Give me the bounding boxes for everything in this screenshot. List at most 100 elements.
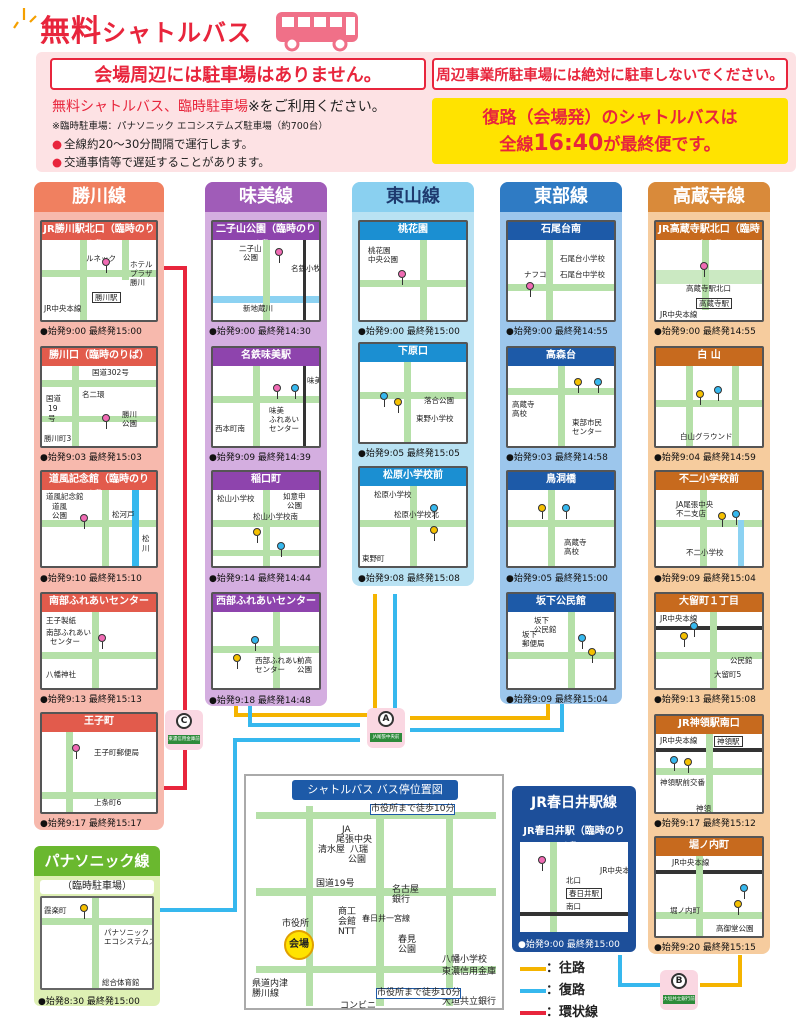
return-arrow-icon xyxy=(520,988,546,993)
bus-stop-pin xyxy=(700,262,708,277)
stop-card[interactable]: 桃花園 桃花園 中央公園 xyxy=(358,220,468,322)
bus-stop-pin xyxy=(714,386,722,401)
stop-card[interactable]: 大留町１丁目 JR中央本線 公民館 大留町5 xyxy=(654,592,764,690)
ajiyoshi-line-title: 味美線 xyxy=(205,182,327,212)
stop-time: 始発9:09 最終発14:39 xyxy=(209,450,311,463)
stop-card[interactable]: 松原小学校前 松原小学校 松原小学校北 東野町 xyxy=(358,466,468,568)
bus-stop-pin xyxy=(394,398,402,413)
stop-map: 春日井駅 北口 南口 JR中央本線 xyxy=(520,842,628,932)
stop-time: 始発9:00 最終発14:55 xyxy=(506,324,608,337)
stop-card[interactable]: JR春日井駅（臨時のりば） 春日井駅 北口 南口 JR中央本線 xyxy=(518,822,630,934)
bus-stop-pin xyxy=(277,542,285,557)
stop-map: 高蔵寺駅北口 高蔵寺駅 JR中央本線 xyxy=(656,240,762,320)
stop-card[interactable]: 南部ふれあいセンター 王子製紙 南部ふれあい センター 八幡神社 xyxy=(40,592,158,690)
stop-name: JR勝川駅北口（臨時のりば） xyxy=(42,222,156,251)
stop-card[interactable]: 不二小学校前 JA尾張中央 不二支店 不二小学校 xyxy=(654,470,764,568)
stop-time: 始発8:30 最終発15:00 xyxy=(38,994,140,1007)
stop-time: 始発9:09 最終発15:04 xyxy=(654,571,756,584)
stop-name: 高森台 xyxy=(508,348,614,366)
stop-name: 坂下公民館 xyxy=(508,594,614,612)
stop-name: 王子町 xyxy=(42,714,156,732)
stop-card[interactable]: JR勝川駅北口（臨時のりば） ルネック ホテル プラザ 勝川 勝川駅 JR中央本… xyxy=(40,220,158,322)
stop-name: 石尾台南 xyxy=(508,222,614,240)
stop-map: 高蔵寺 高校 xyxy=(508,490,614,566)
stop-card[interactable]: 二子山公園（臨時のりば） 二子山 公園 名鉄小牧線 新地蔵川 xyxy=(211,220,321,322)
stop-name: 西部ふれあいセンター xyxy=(213,594,319,612)
stop-map: 石尾台小学校 石尾台中学校 ナフコ xyxy=(508,240,614,320)
stop-map: 二子山 公園 名鉄小牧線 新地蔵川 xyxy=(213,240,319,320)
stop-name: JR春日井駅（臨時のりば） xyxy=(520,824,628,853)
stop-card[interactable]: 稲口町 松山小学校 如意申 公園 松山小学校南 xyxy=(211,470,321,568)
bus-stop-pin xyxy=(670,756,678,771)
bus-stop-pin xyxy=(594,378,602,393)
stop-map: JR中央本線 高御堂公園 堀ノ内町 xyxy=(656,856,762,936)
stop-card[interactable]: JR神領駅南口 JR中央本線 神領駅 神領駅前交番 神領 xyxy=(654,714,764,814)
stop-time: 始発9:03 最終発14:58 xyxy=(506,450,608,463)
stop-time: 始発9:13 最終発15:08 xyxy=(654,692,756,705)
bus-stop-pin xyxy=(253,528,261,543)
interval-note: 全線約20～30分間隔で運行します。 xyxy=(52,136,328,152)
stop-name: 南部ふれあいセンター xyxy=(42,594,156,612)
stop-card[interactable]: 下原口 落合公園 東野小学校 xyxy=(358,342,468,444)
bus-stop-pin xyxy=(80,904,88,919)
stop-time: 始発9:20 最終発15:15 xyxy=(654,940,756,953)
stop-map: JR中央本線 神領駅 神領駅前交番 神領 xyxy=(656,734,762,812)
stop-time: 始発9:00 最終発14:55 xyxy=(654,324,756,337)
bus-stop-pin xyxy=(275,248,283,263)
higashiyama-line-title: 東山線 xyxy=(352,182,474,212)
stop-map: 松山小学校 如意申 公園 松山小学校南 xyxy=(213,490,319,566)
bus-icon xyxy=(276,12,358,52)
stop-card[interactable]: 石尾台南 石尾台小学校 石尾台中学校 ナフコ xyxy=(506,220,616,322)
stop-card[interactable]: 王子町 王子町郵便局 上条町6 xyxy=(40,712,158,814)
stop-card[interactable]: 道風記念館（臨時のりば） 道風記念館 道風 公園 松河戸 松 川 xyxy=(40,470,158,568)
stop-card[interactable]: 坂下公民館 坂下 郵便局 坂下 公民館 xyxy=(506,592,616,690)
stop-map: 道風記念館 道風 公園 松河戸 松 川 xyxy=(42,490,156,566)
no-business-parking-warning: 周辺事業所駐車場には絶対に駐車しないでください。 xyxy=(432,58,788,90)
stop-time: 始発9:10 最終発15:10 xyxy=(40,571,142,584)
no-parking-warning: 会場周辺には駐車場はありません。 xyxy=(50,58,426,90)
bus-stop-pin xyxy=(251,636,259,651)
stop-map: 坂下 郵便局 坂下 公民館 xyxy=(508,612,614,688)
stop-time: 始発9:00 最終発15:00 xyxy=(518,937,620,950)
last-bus-notice: 復路（会場発）のシャトルバスは 全線16:40が最終便です。 xyxy=(432,98,788,164)
bus-stop-pin xyxy=(574,378,582,393)
stop-badge-c[interactable]: C 東濃信用金庫前 xyxy=(165,710,203,750)
parking-note: ※臨時駐車場：パナソニック エコシステムズ駐車場（約700台） xyxy=(52,121,328,132)
bus-stop-pin xyxy=(80,514,88,529)
stop-card[interactable]: 高森台 高蔵寺 高校 東部市民 センター xyxy=(506,346,616,448)
shuttle-info: 無料シャトルバス、臨時駐車場※をご利用ください。 xyxy=(52,99,386,115)
stop-map: 味美 ふれあい センター 西本町南 味美駅 xyxy=(213,366,319,446)
stop-card[interactable]: 西部ふれあいセンター 西部ふれあい センター 前高 公園 xyxy=(211,592,321,690)
stop-name: 下原口 xyxy=(360,344,466,362)
stop-badge-a[interactable]: A JA尾張中央前 xyxy=(367,708,405,748)
stop-name: 鳥洞橋 xyxy=(508,472,614,490)
stop-card[interactable]: 鳥洞橋 高蔵寺 高校 xyxy=(506,470,616,568)
stop-name: 堀ノ内町 xyxy=(656,838,762,856)
loop-arrow-icon xyxy=(520,1010,546,1015)
stop-time: 始発9:03 最終発15:03 xyxy=(40,450,142,463)
stop-card[interactable]: 霞楽町 パナソニック エコシステムズ 総合体育館 xyxy=(40,896,154,990)
outbound-arrow-icon xyxy=(520,966,546,971)
bus-stop-pin xyxy=(98,634,106,649)
stop-name: JR神領駅南口 xyxy=(656,716,762,734)
bus-stop-pin xyxy=(718,512,726,527)
bus-stop-pin xyxy=(690,622,698,637)
stop-time: 始発9:09 最終発15:04 xyxy=(506,692,608,705)
stop-card[interactable]: 名鉄味美駅 味美 ふれあい センター 西本町南 味美駅 xyxy=(211,346,321,448)
route-legend: ：往路 ：復路 ：環状線 xyxy=(520,958,598,1020)
bus-stop-pin xyxy=(72,744,80,759)
kasugai-line-title: JR春日井駅線 xyxy=(531,795,617,811)
stop-name: 道風記念館（臨時のりば） xyxy=(42,472,156,501)
stop-map: 霞楽町 パナソニック エコシステムズ 総合体育館 xyxy=(42,898,152,988)
stop-map: 桃花園 中央公園 xyxy=(360,240,466,320)
stop-card[interactable]: 白 山 白山グラウンド xyxy=(654,346,764,448)
venue-marker: 会場 xyxy=(284,930,314,960)
stop-name: 松原小学校前 xyxy=(360,468,466,486)
delay-note: 交通事情等で遅延することがあります。 xyxy=(52,154,328,170)
stop-card[interactable]: 勝川口（臨時のりば） 国道302号 名二環 国道 19 号 勝川 公園 勝川町3 xyxy=(40,346,158,448)
tobu-line-title: 東部線 xyxy=(500,182,622,212)
stop-card[interactable]: JR高蔵寺駅北口（臨時のりば） 高蔵寺駅北口 高蔵寺駅 JR中央本線 xyxy=(654,220,764,322)
stop-name: JR高蔵寺駅北口（臨時のりば） xyxy=(656,222,762,251)
stop-card[interactable]: 堀ノ内町 JR中央本線 高御堂公園 堀ノ内町 xyxy=(654,836,764,938)
stop-badge-b[interactable]: B 大垣共立銀行前 xyxy=(660,970,698,1010)
